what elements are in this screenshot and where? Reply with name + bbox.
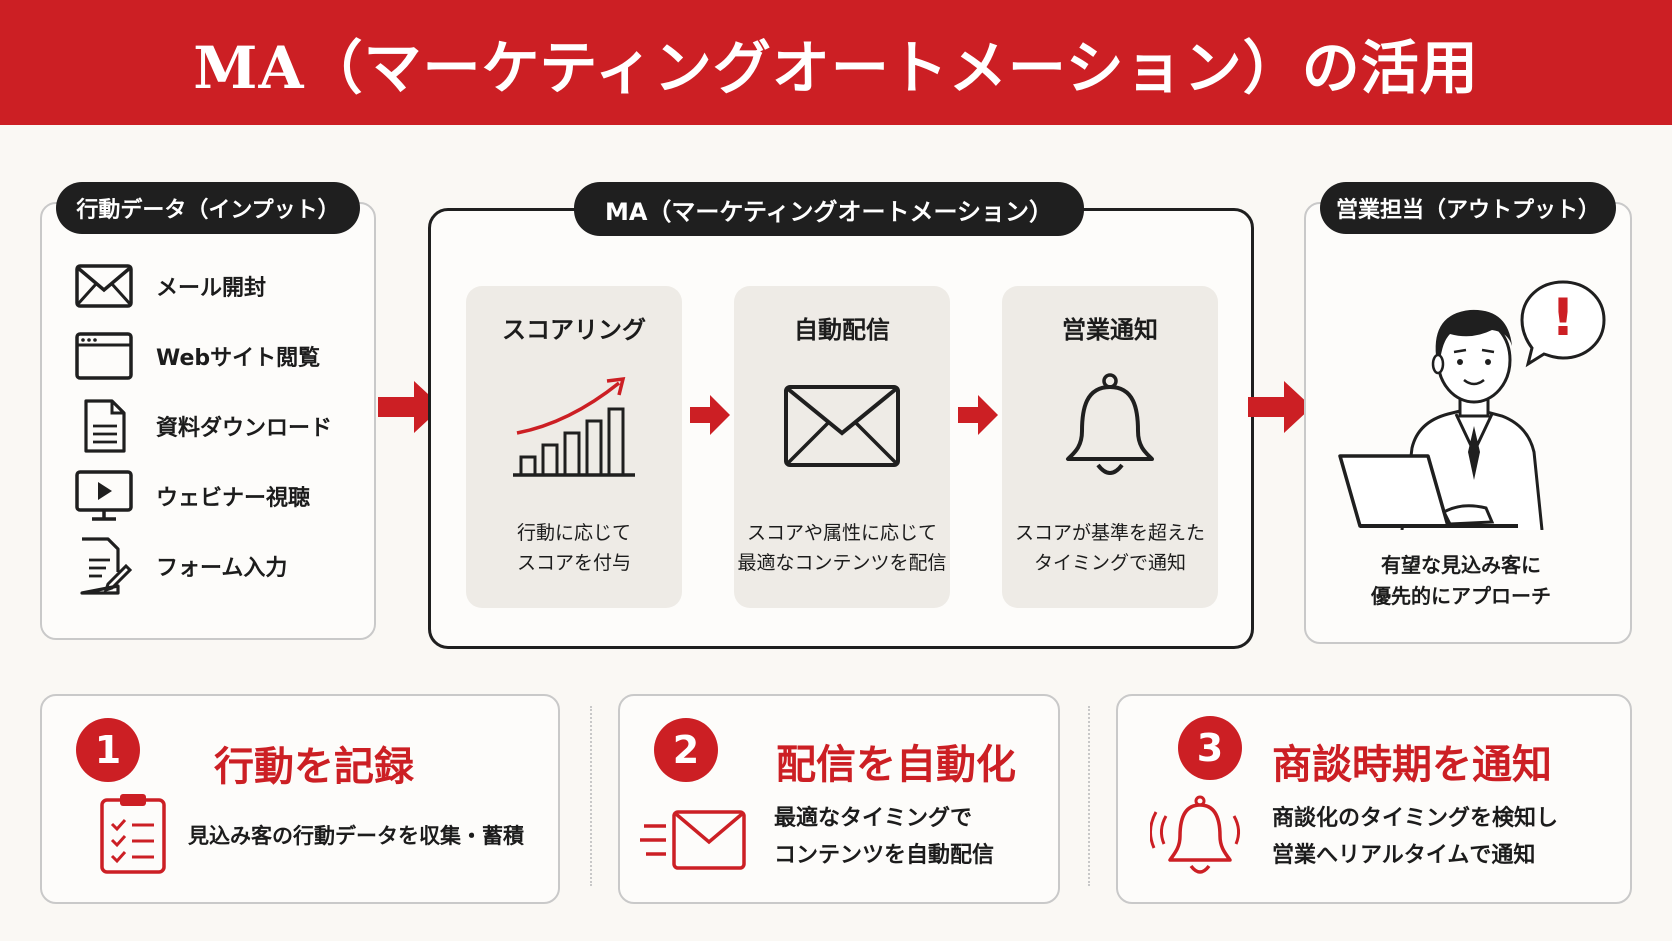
feature-number: 3 [1178, 716, 1242, 780]
step-card-auto-delivery: 自動配信 スコアや属性に応じて 最適なコンテンツを配信 [734, 286, 950, 608]
feature-number: 2 [654, 718, 718, 782]
input-item-document-download: 資料ダウンロード [72, 398, 372, 454]
input-item-form-entry: フォーム入力 [72, 537, 372, 595]
clipboard-checklist-icon [98, 790, 168, 880]
input-item-label: ウェビナー視聴 [156, 486, 311, 511]
input-item-label: フォーム入力 [156, 556, 288, 581]
input-item-web-browsing: Webサイト閲覧 [72, 328, 372, 384]
rising-bar-chart-icon [466, 366, 682, 486]
feature-title: 行動を記録 [214, 744, 414, 790]
arrow-right-icon [956, 392, 1000, 442]
step-description: スコアや属性に応じて 最適なコンテンツを配信 [737, 522, 947, 574]
divider [1088, 706, 1090, 886]
feature-description: 最適なタイミングで コンテンツを自動配信 [774, 806, 995, 868]
step-card-scoring: スコアリング 行動に応じて スコアを付与 [466, 286, 682, 608]
ringing-bell-icon [1149, 794, 1250, 886]
arrow-right-icon [376, 377, 446, 441]
step-description: スコアが基準を超えた タイミングで通知 [1014, 522, 1205, 574]
feature-title: 商談時期を通知 [1272, 742, 1552, 788]
arrow-right-icon [688, 392, 732, 442]
feature-description: 見込み客の行動データを収集・蓄積 [188, 824, 524, 848]
output-description: 有望な見込み客に 優先的にアプローチ [1371, 553, 1551, 608]
step-title: スコアリング [502, 316, 646, 344]
input-item-label: メール開封 [156, 276, 267, 301]
salesperson-with-laptop-icon [1332, 280, 1572, 534]
input-label: 行動データ（インプット） [56, 182, 360, 234]
input-item-webinar: ウェビナー視聴 [72, 468, 372, 524]
sending-envelope-icon [640, 806, 750, 880]
document-icon [72, 398, 136, 454]
envelope-icon [72, 258, 136, 314]
title-banner: MA（マーケティングオートメーション）の活用 [0, 0, 1672, 125]
input-item-email-open: メール開封 [72, 258, 372, 314]
feature-number: 1 [76, 718, 140, 782]
input-item-label: 資料ダウンロード [156, 416, 333, 441]
speech-bubble-icon [1520, 280, 1606, 368]
video-monitor-icon [72, 468, 136, 524]
feature-description: 商談化のタイミングを検知し 営業へリアルタイムで通知 [1272, 806, 1559, 868]
bell-icon [1002, 366, 1218, 486]
feature-title: 配信を自動化 [776, 742, 1016, 788]
form-pen-icon [72, 537, 136, 595]
page-title: MA（マーケティングオートメーション）の活用 [193, 33, 1479, 102]
input-item-label: Webサイト閲覧 [156, 346, 321, 371]
step-description: 行動に応じて スコアを付与 [516, 522, 631, 574]
step-title: 自動配信 [794, 316, 890, 344]
envelope-icon [734, 366, 950, 486]
step-title: 営業通知 [1062, 316, 1158, 344]
alert-mark: ! [1551, 288, 1575, 348]
output-label: 営業担当（アウトプット） [1320, 182, 1616, 234]
divider [590, 706, 592, 886]
browser-window-icon [72, 328, 136, 384]
arrow-right-icon [1246, 377, 1316, 441]
step-card-sales-notice: 営業通知 スコアが基準を超えた タイミングで通知 [1002, 286, 1218, 608]
ma-label: MA（マーケティングオートメーション） [574, 182, 1084, 236]
speech-bubble-alert: ! [1518, 278, 1608, 368]
